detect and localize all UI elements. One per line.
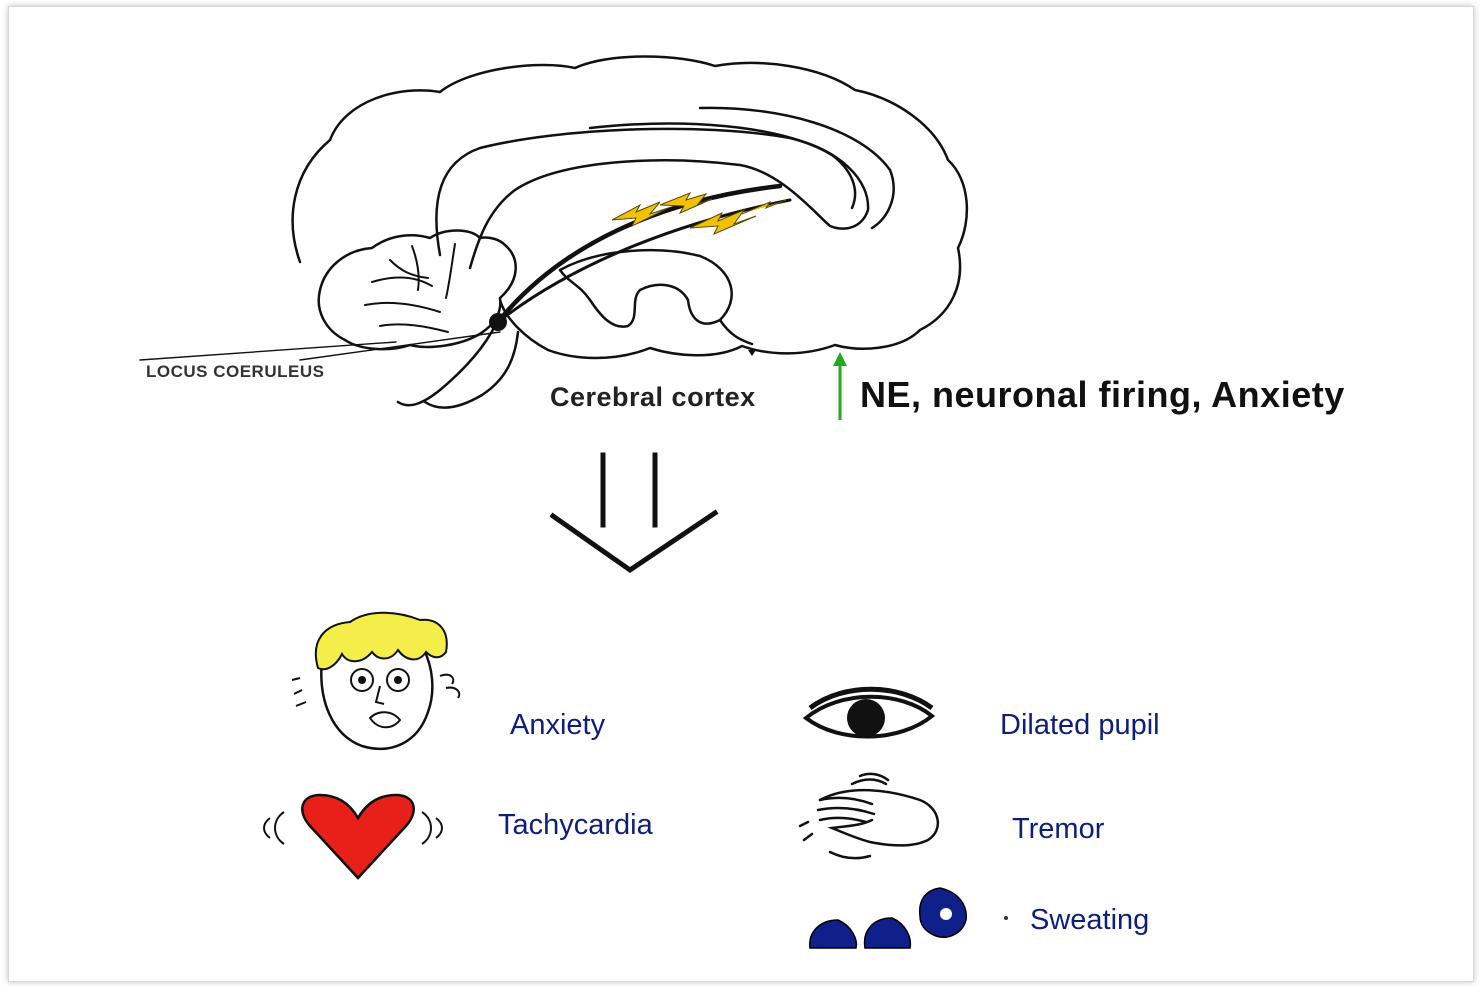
down-arrow-icon xyxy=(553,455,715,570)
symptom-label-sweating: Sweating xyxy=(1030,904,1149,937)
symptom-label-anxiety: Anxiety xyxy=(510,709,605,742)
worried-face-icon xyxy=(292,613,459,749)
locus-coeruleus-dot xyxy=(489,313,507,331)
ne-effect-label: NE, neuronal firing, Anxiety xyxy=(860,374,1345,416)
heart-icon xyxy=(264,795,442,878)
symptom-label-tachycardia: Tachycardia xyxy=(498,809,653,842)
shaking-hand-icon xyxy=(800,774,938,858)
up-arrow-icon xyxy=(833,352,847,420)
brain-outline xyxy=(293,57,967,359)
locus-coeruleus-label: LOCUS COERULEUS xyxy=(146,362,324,382)
firing-sparks xyxy=(612,193,786,234)
symptom-label-dilated-pupil: Dilated pupil xyxy=(1000,709,1160,742)
arrowhead-small xyxy=(748,350,756,356)
cerebellum-folia xyxy=(365,244,455,332)
cerebral-cortex-label: Cerebral cortex xyxy=(550,382,756,413)
eye-icon xyxy=(806,689,932,737)
corpus-callosum xyxy=(436,129,868,268)
brain-illustration xyxy=(140,57,967,408)
hypothalamus xyxy=(720,320,752,344)
symptom-label-tremor: Tremor xyxy=(1012,813,1104,846)
sweat-drops-icon xyxy=(810,888,1008,948)
thalamus xyxy=(560,250,732,326)
